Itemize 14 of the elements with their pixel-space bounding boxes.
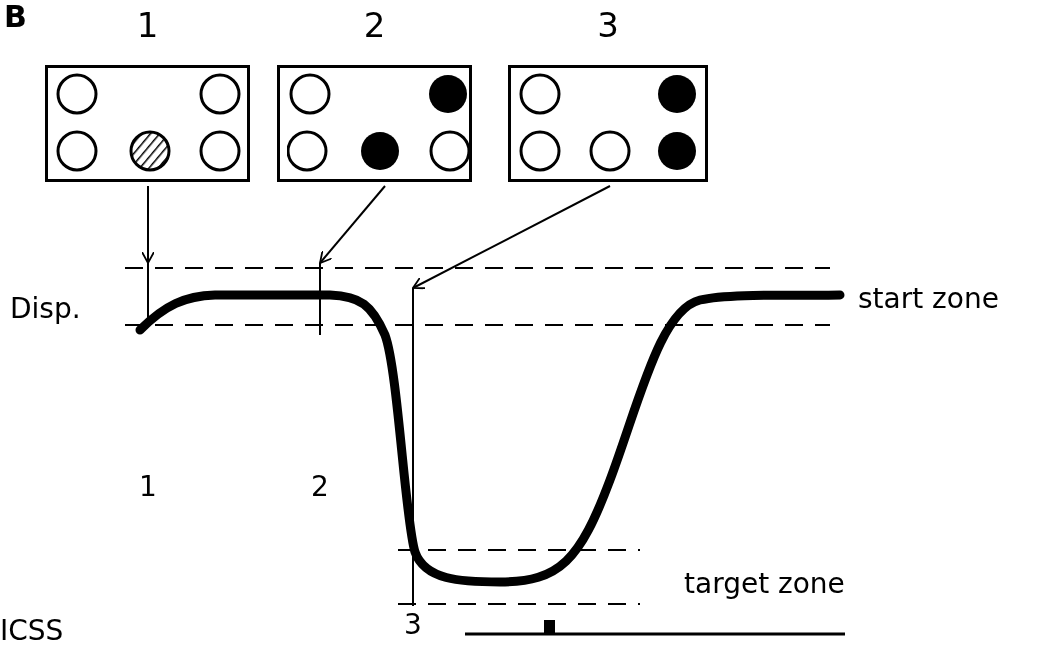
panel-number: 1 <box>136 5 159 47</box>
panel-number: 3 <box>597 5 619 47</box>
time-point-number: 2 <box>310 470 330 504</box>
axis-label: target zone <box>684 567 845 601</box>
axis-label: ICSS <box>0 614 64 648</box>
panel-letter: B <box>4 0 27 34</box>
arrow <box>141 185 155 264</box>
axis-label: Disp. <box>10 292 81 326</box>
panel-number: 2 <box>363 5 386 47</box>
axis-label: start zone <box>858 282 999 316</box>
time-point-number: 1 <box>138 470 158 504</box>
time-point-number: 3 <box>403 608 423 642</box>
arrow <box>319 185 386 264</box>
arrow <box>412 185 611 290</box>
